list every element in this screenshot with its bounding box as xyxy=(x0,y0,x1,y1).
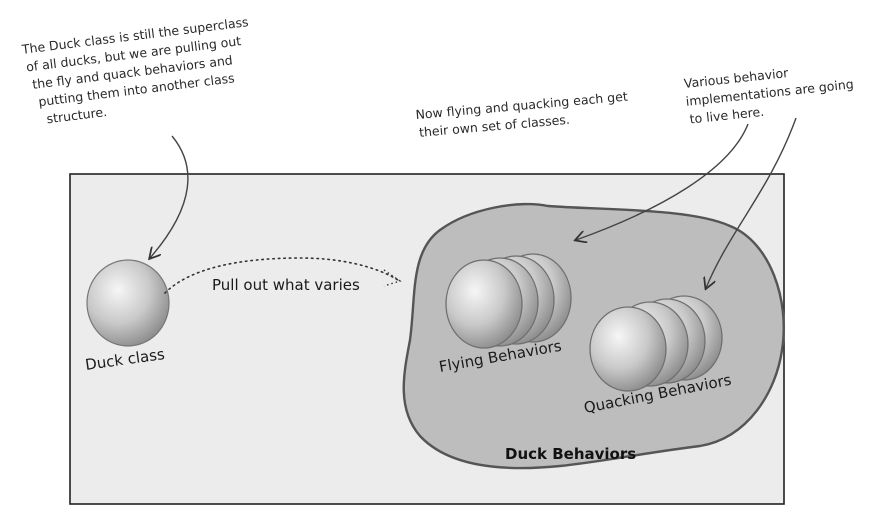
pull-out-label: Pull out what varies xyxy=(212,276,360,294)
duck-class-note: The Duck class is still the superclass o… xyxy=(20,14,249,126)
pull-out-arrowhead xyxy=(383,269,402,287)
flying-quacking-note: Now flying and quacking each get their o… xyxy=(415,89,628,140)
quacking-note-arrow xyxy=(706,117,797,288)
flying-note-arrow xyxy=(576,123,749,240)
pull-out-dotted-arrow xyxy=(164,257,399,294)
quacking-behaviors-stack xyxy=(589,295,723,392)
flying-behaviors-stack xyxy=(445,253,572,349)
implementations-note: Various behavior implementations are goi… xyxy=(683,65,854,127)
duck-class-note-arrow xyxy=(150,135,189,258)
duck-behaviors-label: Duck Behaviors xyxy=(505,445,636,463)
duck-class-sphere xyxy=(86,259,170,347)
duck-class-note-line-5: structure. xyxy=(46,104,108,126)
